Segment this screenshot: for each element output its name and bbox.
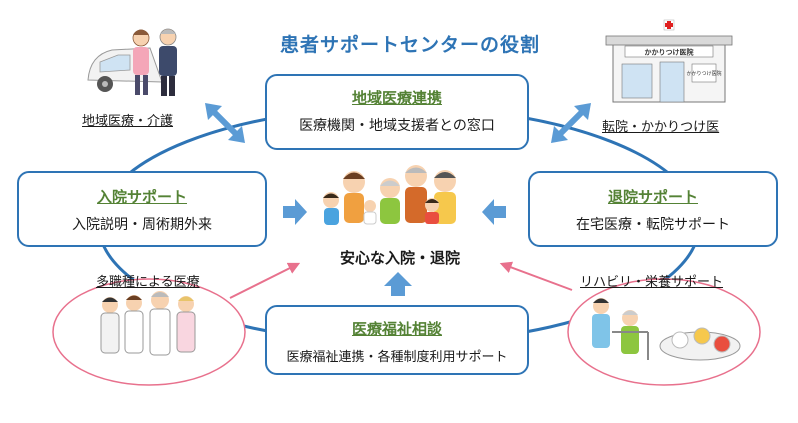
box-regional-coordination: 地域医療連携 医療機関・地域支援者との窓口 xyxy=(265,74,529,150)
box-heading: 退院サポート xyxy=(607,188,698,206)
arrow-left-in-icon xyxy=(283,199,307,225)
box-body: 医療機関・地域支援者との窓口 xyxy=(299,118,495,134)
box-admission-support: 入院サポート 入院説明・周術期外来 xyxy=(17,171,267,247)
double-arrow-topleft-icon xyxy=(205,103,245,143)
box-heading: 入院サポート xyxy=(96,188,187,206)
box-heading: 医療福祉相談 xyxy=(351,320,442,338)
box-heading: 地域医療連携 xyxy=(351,89,442,107)
diagram-title: 患者サポートセンターの役割 xyxy=(279,34,540,56)
clinic-sign: かかりつけ医院 xyxy=(644,48,693,57)
label-regional-care: 地域医療・介護 xyxy=(82,114,174,129)
box-body: 入院説明・周術期外来 xyxy=(72,217,212,233)
medical-staff-illustration xyxy=(100,291,196,356)
box-body: 在宅医療・転院サポート xyxy=(576,217,730,233)
double-arrow-topright-icon xyxy=(551,103,591,143)
pink-arrow-left xyxy=(229,262,301,299)
box-body: 医療福祉連携・各種制度利用サポート xyxy=(286,350,508,365)
box-welfare-consultation: 医療福祉相談 医療福祉連携・各種制度利用サポート xyxy=(265,305,529,375)
clinic-small-sign: かかりつけ医院 xyxy=(686,70,721,77)
box-discharge-support: 退院サポート 在宅医療・転院サポート xyxy=(528,171,778,247)
label-transfer-family-doctor: 転院・かかりつけ医 xyxy=(602,120,720,135)
center-label: 安心な入院・退院 xyxy=(339,249,460,267)
label-rehab-nutrition: リハビリ・栄養サポート xyxy=(580,275,724,290)
rehab-nutrition-illustration xyxy=(592,298,741,361)
car-caregiver-illustration xyxy=(87,28,177,96)
arrow-up-in-icon xyxy=(384,272,412,296)
family-group-illustration xyxy=(323,165,456,225)
clinic-building-illustration xyxy=(605,19,733,103)
ellipse-multidisciplinary xyxy=(52,278,246,386)
pink-arrow-right xyxy=(499,261,573,291)
arrow-right-in-icon xyxy=(482,199,506,225)
label-multidisciplinary: 多職種による医療 xyxy=(96,275,200,290)
